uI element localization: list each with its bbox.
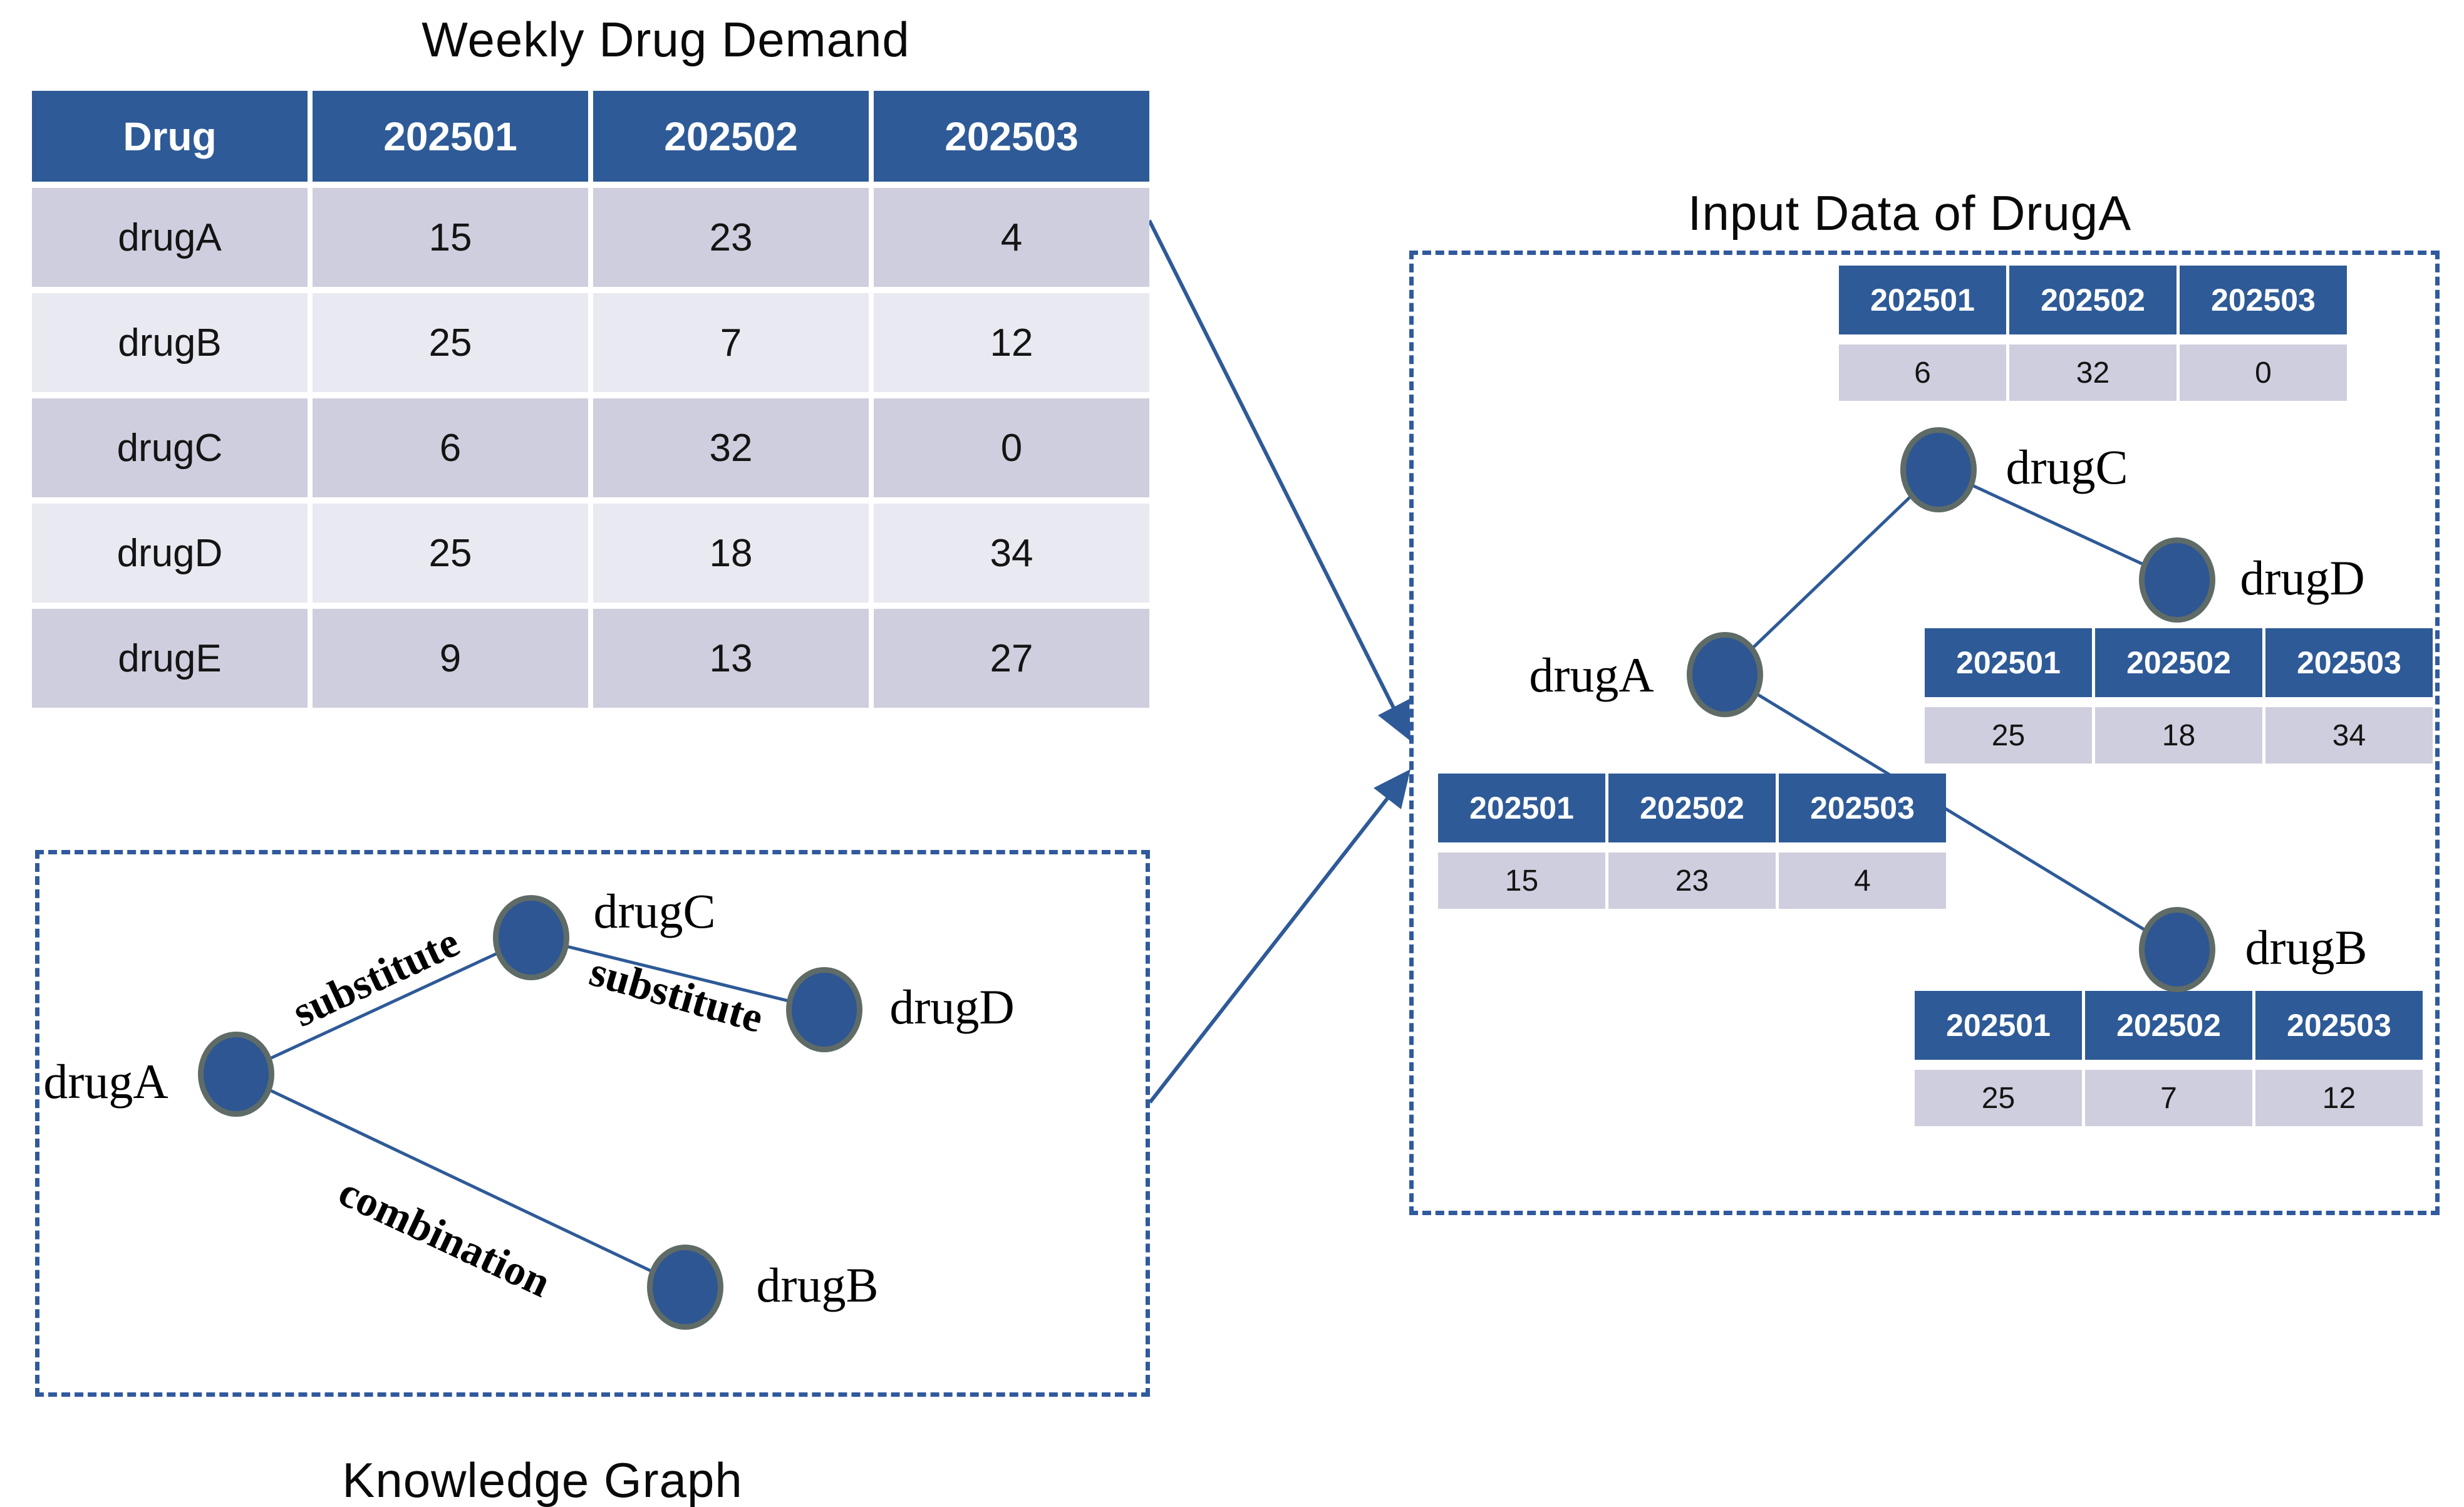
input-node-label-drugd: drugD bbox=[2240, 551, 2365, 605]
table-cell: 25 bbox=[313, 293, 588, 392]
table-cell: 32 bbox=[2009, 344, 2177, 401]
table-cell: 9 bbox=[313, 609, 588, 708]
table-cell: 18 bbox=[593, 504, 869, 603]
table-cell: 4 bbox=[1779, 852, 1946, 909]
column-header-202501: 202501 bbox=[1915, 991, 2082, 1060]
input-table-drugb: 202501 202502 202503 25 7 12 bbox=[1915, 991, 2423, 1126]
input-node-druga bbox=[1687, 632, 1763, 717]
input-edge-druga-drugc bbox=[1724, 469, 1940, 676]
table-cell: 34 bbox=[2265, 707, 2433, 764]
knowledge-graph-title: Knowledge Graph bbox=[342, 1453, 743, 1507]
table-cell: 7 bbox=[2085, 1070, 2252, 1126]
weekly-demand-table: Drug 202501 202502 202503 drugA 15 23 4 … bbox=[32, 91, 1149, 708]
column-header-202502: 202502 bbox=[1608, 774, 1776, 842]
table-cell: 25 bbox=[1915, 1070, 2082, 1126]
kg-node-label-drugb: drugB bbox=[756, 1258, 879, 1312]
table-cell: 12 bbox=[874, 293, 1149, 392]
table-cell: 23 bbox=[593, 188, 869, 287]
table-cell: 15 bbox=[313, 188, 588, 287]
weekly-drug-demand-title: Weekly Drug Demand bbox=[422, 12, 910, 67]
column-header-202503: 202503 bbox=[1779, 774, 1946, 842]
kg-node-label-drugc: drugC bbox=[593, 884, 716, 938]
table-cell: 7 bbox=[593, 293, 869, 392]
arrowhead-table-to-input bbox=[1378, 699, 1411, 741]
column-header-202502: 202502 bbox=[593, 91, 869, 182]
table-cell-drugb-name: drugB bbox=[32, 293, 308, 392]
input-data-box bbox=[1409, 251, 2440, 1215]
table-cell: 18 bbox=[2095, 707, 2262, 764]
arrowhead-kg-to-input bbox=[1374, 769, 1411, 809]
knowledge-graph-box bbox=[35, 850, 1150, 1397]
table-cell: 27 bbox=[874, 609, 1149, 708]
kg-edge-druga-drugc bbox=[235, 936, 532, 1076]
table-cell: 6 bbox=[1839, 344, 2006, 401]
table-cell-drugc-name: drugC bbox=[32, 398, 308, 497]
column-header-202501: 202501 bbox=[313, 91, 588, 182]
table-cell: 23 bbox=[1608, 852, 1776, 909]
table-cell: 6 bbox=[313, 398, 588, 497]
input-node-label-druga: drugA bbox=[1529, 648, 1654, 702]
input-node-drugb bbox=[2139, 907, 2215, 992]
input-edge-drugc-drugd bbox=[1937, 468, 2178, 582]
kg-node-drugd bbox=[786, 967, 862, 1052]
input-node-label-drugb: drugB bbox=[2245, 920, 2368, 975]
table-cell: 34 bbox=[874, 504, 1149, 603]
input-node-drugd bbox=[2139, 537, 2215, 623]
table-cell: 4 bbox=[874, 188, 1149, 287]
input-node-label-drugc: drugC bbox=[2006, 440, 2128, 494]
kg-node-druga bbox=[198, 1032, 274, 1117]
kg-edge-drugc-drugd bbox=[531, 936, 825, 1012]
table-cell: 32 bbox=[593, 398, 869, 497]
kg-node-drugc bbox=[493, 895, 569, 980]
input-data-title: Input Data of DrugA bbox=[1687, 185, 2132, 241]
kg-node-label-druga: drugA bbox=[43, 1054, 168, 1109]
column-header-202502: 202502 bbox=[2095, 628, 2262, 697]
input-edge-druga-drugb bbox=[1724, 673, 2178, 951]
input-table-drugc: 202501 202502 202503 6 32 0 bbox=[1839, 266, 2347, 401]
column-header-202502: 202502 bbox=[2085, 991, 2252, 1060]
table-cell: 0 bbox=[874, 398, 1149, 497]
column-header-202503: 202503 bbox=[2265, 628, 2433, 697]
table-cell: 12 bbox=[2255, 1070, 2423, 1126]
table-cell: 25 bbox=[313, 504, 588, 603]
table-cell: 0 bbox=[2180, 344, 2347, 401]
column-header-drug: Drug bbox=[32, 91, 308, 182]
arrow-table-to-input bbox=[1147, 219, 1397, 712]
input-table-drugd: 202501 202502 202503 25 18 34 bbox=[1925, 628, 2433, 764]
input-table-druga: 202501 202502 202503 15 23 4 bbox=[1438, 774, 1946, 909]
arrow-kg-to-input bbox=[1148, 795, 1391, 1104]
table-cell-druga-name: drugA bbox=[32, 188, 308, 287]
kg-node-label-drugd: drugD bbox=[889, 980, 1015, 1034]
input-node-drugc bbox=[1900, 427, 1977, 512]
column-header-202503: 202503 bbox=[2255, 991, 2423, 1060]
column-header-202503: 202503 bbox=[2180, 266, 2347, 334]
column-header-202503: 202503 bbox=[874, 91, 1149, 182]
table-cell: 13 bbox=[593, 609, 869, 708]
kg-edge-druga-drugb bbox=[235, 1072, 686, 1289]
table-cell: 25 bbox=[1925, 707, 2092, 764]
column-header-202502: 202502 bbox=[2009, 266, 2177, 334]
column-header-202501: 202501 bbox=[1438, 774, 1605, 842]
column-header-202501: 202501 bbox=[1839, 266, 2006, 334]
table-cell-drugd-name: drugD bbox=[32, 504, 308, 603]
column-header-202501: 202501 bbox=[1925, 628, 2092, 697]
table-cell: 15 bbox=[1438, 852, 1605, 909]
table-cell-druge-name: drugE bbox=[32, 609, 308, 708]
kg-node-drugb bbox=[647, 1245, 723, 1330]
